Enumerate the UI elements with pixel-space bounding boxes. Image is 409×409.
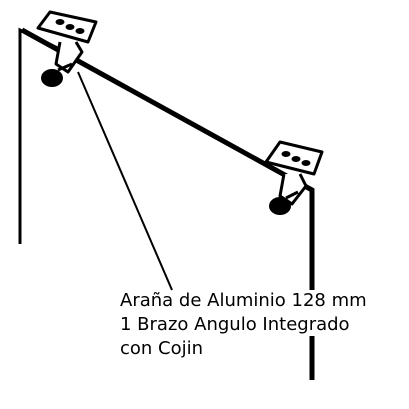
part-label-line-1: Araña de Aluminio 128 mm — [120, 290, 367, 311]
bolt-hole — [65, 24, 75, 30]
rotula-cushion — [269, 197, 291, 215]
bolt-hole — [55, 19, 65, 25]
part-label: Araña de Aluminio 128 mm 1 Brazo Angulo … — [120, 289, 409, 361]
leader-line — [77, 71, 173, 291]
part-label-line-3: con Cojin — [120, 338, 204, 359]
spider-arm — [54, 41, 84, 74]
part-label-line-2: 1 Brazo Angulo Integrado — [120, 314, 350, 335]
bolt-hole — [301, 160, 311, 166]
spider-fitting-left — [36, 10, 98, 87]
bolt-hole — [75, 28, 85, 34]
caption-knockout — [300, 290, 324, 336]
spider-fitting-right — [264, 140, 324, 215]
bolt-hole — [291, 156, 301, 162]
rotula-cushion — [41, 69, 63, 87]
bolt-hole — [281, 151, 291, 157]
